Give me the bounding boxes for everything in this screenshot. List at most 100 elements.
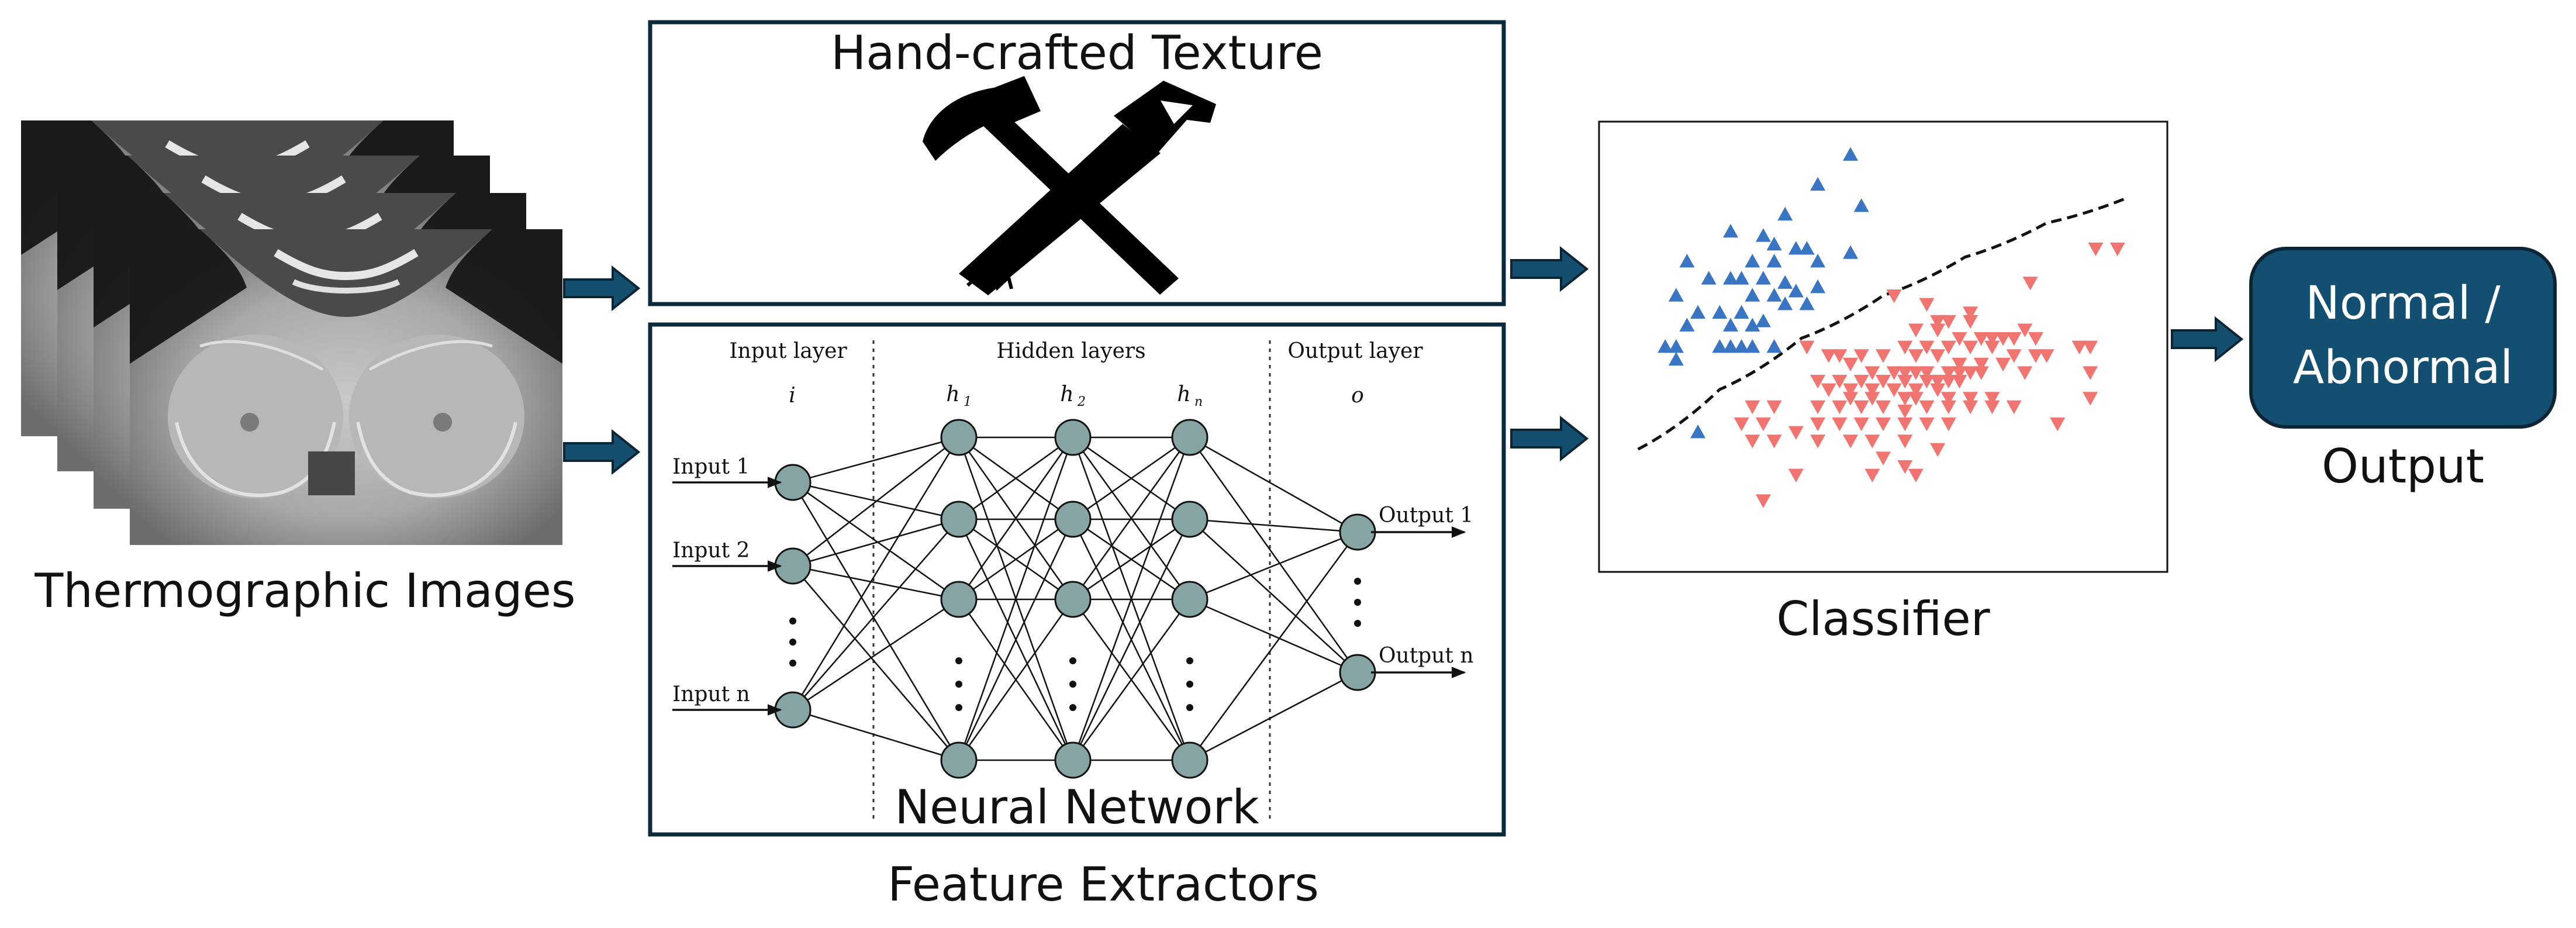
nn-edge — [1189, 532, 1359, 761]
nn-io-arrows — [672, 477, 1466, 716]
blue-point — [1843, 245, 1859, 259]
red-point — [1788, 426, 1804, 440]
red-point — [2083, 392, 2098, 406]
red-point — [1821, 383, 1836, 397]
blue-point — [1777, 296, 1793, 311]
output-box — [2249, 247, 2557, 429]
nn-edge — [1189, 671, 1358, 761]
red-point — [1897, 434, 1913, 449]
nn-edge — [1189, 598, 1358, 674]
nn-node — [1339, 654, 1376, 691]
red-point — [1755, 418, 1771, 432]
red-point — [1963, 366, 1978, 380]
nn-edge — [792, 437, 960, 710]
red-point — [1940, 418, 1956, 432]
ellipsis-dot — [955, 657, 962, 664]
output-1-label: Output 1 — [1379, 503, 1473, 527]
blue-point — [1668, 288, 1684, 302]
red-point — [1952, 375, 1967, 389]
red-point — [1843, 434, 1859, 449]
red-point — [1963, 400, 1978, 415]
decision-boundary — [1637, 196, 2129, 451]
red-point — [1919, 375, 1935, 389]
ellipsis-dot — [1186, 704, 1193, 711]
classifier-plot-frame — [1598, 120, 2168, 573]
nn-edge — [792, 565, 959, 601]
red-point — [1766, 434, 1782, 449]
blue-point — [1734, 339, 1749, 353]
nn-edge — [792, 518, 959, 567]
nn-edge — [1189, 519, 1358, 673]
sym-h2-base: h — [1060, 382, 1073, 406]
red-point — [1973, 357, 1989, 372]
ellipsis-dot — [789, 660, 796, 667]
nn-edge — [1189, 436, 1358, 533]
nn-edge — [792, 481, 959, 601]
ellipsis-dot — [1354, 620, 1361, 627]
nn-edge — [792, 598, 959, 711]
nn-edge — [792, 437, 959, 567]
red-point — [1940, 315, 1956, 329]
red-point — [1876, 375, 1891, 389]
red-point — [1897, 460, 1913, 474]
blue-point — [1745, 318, 1760, 332]
red-point — [1930, 375, 1946, 389]
feature-extractors-caption: Feature Extractors — [888, 857, 1319, 912]
red-point — [1930, 443, 1946, 457]
input-1-label: Input 1 — [672, 455, 750, 479]
nn-edge — [792, 709, 959, 761]
nn-edge — [1072, 518, 1190, 601]
blue-point — [1755, 313, 1771, 327]
nn-edge — [1072, 519, 1191, 761]
blue-point — [1788, 284, 1804, 298]
blue-point — [1799, 296, 1815, 311]
red-point — [2017, 323, 2033, 337]
red-point — [2017, 366, 2033, 380]
sym-o: o — [1351, 384, 1364, 408]
blue-point — [1679, 318, 1695, 332]
red-point — [2006, 400, 2022, 415]
blue-point — [1777, 275, 1793, 289]
red-point — [1832, 349, 1848, 363]
red-point — [1876, 349, 1891, 363]
ellipsis-dot — [1354, 578, 1361, 585]
red-point — [1940, 340, 1956, 354]
blue-point — [1810, 177, 1826, 191]
handcrafted-box — [648, 20, 1506, 306]
sym-hn-sub: n — [1194, 395, 1203, 409]
nn-edge — [958, 436, 1073, 520]
red-point — [1876, 400, 1891, 415]
red-point — [1876, 451, 1891, 465]
ellipsis-dot — [1186, 681, 1193, 688]
red-point — [1897, 405, 1913, 419]
nn-node — [940, 581, 978, 618]
blue-point — [1810, 279, 1826, 294]
nn-node — [1171, 581, 1208, 618]
red-point — [1897, 392, 1913, 406]
red-point — [2006, 349, 2022, 363]
red-point — [1984, 332, 2000, 346]
red-point — [2083, 340, 2098, 354]
red-point — [1940, 392, 1956, 406]
blue-point — [1745, 254, 1760, 268]
blue-point — [1777, 206, 1793, 221]
nn-node — [1054, 419, 1092, 456]
blue-point — [1766, 236, 1782, 251]
blue-point — [1658, 339, 1673, 353]
blue-point — [1712, 339, 1728, 353]
ellipsis-dot — [1069, 704, 1076, 711]
ellipsis-dot — [955, 704, 962, 711]
ellipsis-dot — [789, 617, 796, 625]
red-point — [1832, 418, 1848, 432]
red-point — [1963, 392, 1978, 406]
red-point — [1886, 289, 1902, 303]
blue-point — [1734, 305, 1749, 319]
nn-node — [1171, 741, 1208, 779]
arrow-to-handcrafted — [563, 265, 641, 312]
red-point — [2039, 349, 2054, 363]
red-point — [1995, 332, 2011, 346]
red-point — [1963, 306, 1978, 320]
sym-h1: h 1 — [946, 382, 972, 409]
red-point — [1821, 349, 1836, 363]
classifier-caption: Classifier — [1776, 592, 1990, 646]
